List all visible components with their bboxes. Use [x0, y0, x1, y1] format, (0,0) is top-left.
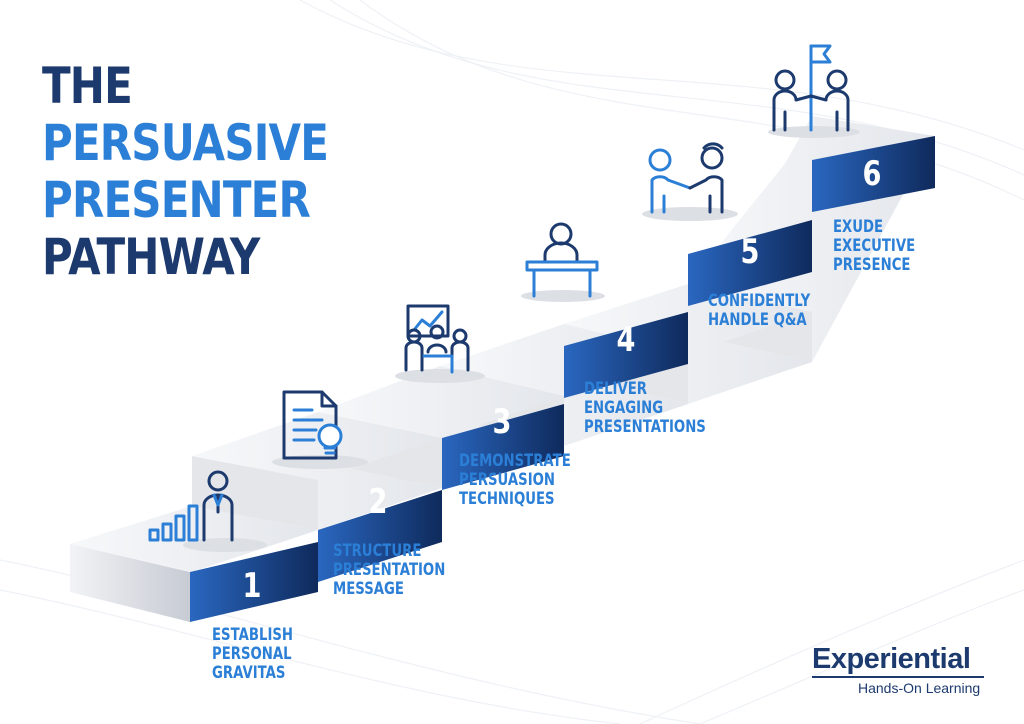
- step-1-number: 1: [242, 566, 262, 606]
- step-3-label-line: TECHNIQUES: [459, 489, 555, 509]
- step-1-label-line: GRAVITAS: [212, 663, 286, 683]
- step-5-label-line: CONFIDENTLY: [708, 291, 811, 311]
- step-6-label-line: EXECUTIVE: [833, 236, 916, 256]
- step-5-label-line: HANDLE Q&A: [708, 310, 807, 330]
- title-line-4: PATHWAY: [42, 228, 260, 286]
- step-6-label-line: EXUDE: [833, 217, 884, 237]
- title-line-1: THE: [42, 57, 133, 115]
- step-6-number: 6: [862, 154, 882, 194]
- step-4-label-line: PRESENTATIONS: [584, 417, 706, 437]
- title-line-3: PRESENTER: [42, 171, 311, 229]
- step-2-label: STRUCTURE PRESENTATION MESSAGE: [333, 542, 445, 599]
- logo-divider: [812, 676, 984, 678]
- step-3-front: [442, 404, 564, 490]
- document-idea-icon: [282, 390, 343, 460]
- step-3-label: DEMONSTRATE PERSUASION TECHNIQUES: [459, 452, 571, 509]
- step-6-front: [812, 136, 935, 212]
- page-title: THE PERSUASIVE PRESENTER PATHWAY: [42, 57, 329, 286]
- step-3-number: 3: [492, 402, 512, 442]
- company-logo-tagline: Hands-On Learning: [858, 680, 981, 696]
- step-1-label: ESTABLISH PERSONAL GRAVITAS: [212, 626, 293, 683]
- company-logo-name: Experiential: [812, 643, 971, 675]
- leader-growth-icon: [148, 470, 234, 542]
- step-6-label: EXUDE EXECUTIVE PRESENCE: [833, 218, 915, 275]
- step-4-front: [564, 312, 688, 398]
- step-4-label: DELIVER ENGAGING PRESENTATIONS: [584, 380, 706, 437]
- step-2-upper-top: [192, 412, 442, 480]
- step-3-upper-top: [318, 366, 564, 438]
- step-2-front: [318, 490, 442, 582]
- title-line-2: PERSUASIVE: [42, 114, 329, 172]
- step-4-label-line: DELIVER: [584, 379, 647, 399]
- step-5-number: 5: [740, 232, 760, 272]
- step-1-front: [190, 542, 318, 622]
- step-2-label-line: STRUCTURE: [333, 541, 422, 561]
- step-1-label-line: ESTABLISH: [212, 625, 294, 645]
- step-3-label-line: DEMONSTRATE: [459, 451, 571, 471]
- step-1-label-line: PERSONAL: [212, 644, 292, 664]
- step-2-number: 2: [368, 482, 388, 522]
- step-5-label: CONFIDENTLY HANDLE Q&A: [708, 292, 810, 330]
- step-1-side: [70, 544, 190, 622]
- step-2-label-line: MESSAGE: [333, 579, 404, 599]
- step-6-label-line: PRESENCE: [833, 255, 911, 275]
- podium-speaker-icon: [525, 222, 599, 298]
- team-flag-icon: [772, 44, 850, 132]
- handshake-icon: [648, 142, 724, 214]
- step-4-number: 4: [616, 320, 636, 360]
- step-5-front: [688, 220, 812, 306]
- meeting-icon: [404, 304, 470, 374]
- step-2-label-line: PRESENTATION: [333, 560, 446, 580]
- step-4-label-line: ENGAGING: [584, 398, 664, 418]
- step-3-label-line: PERSUASION: [459, 470, 556, 490]
